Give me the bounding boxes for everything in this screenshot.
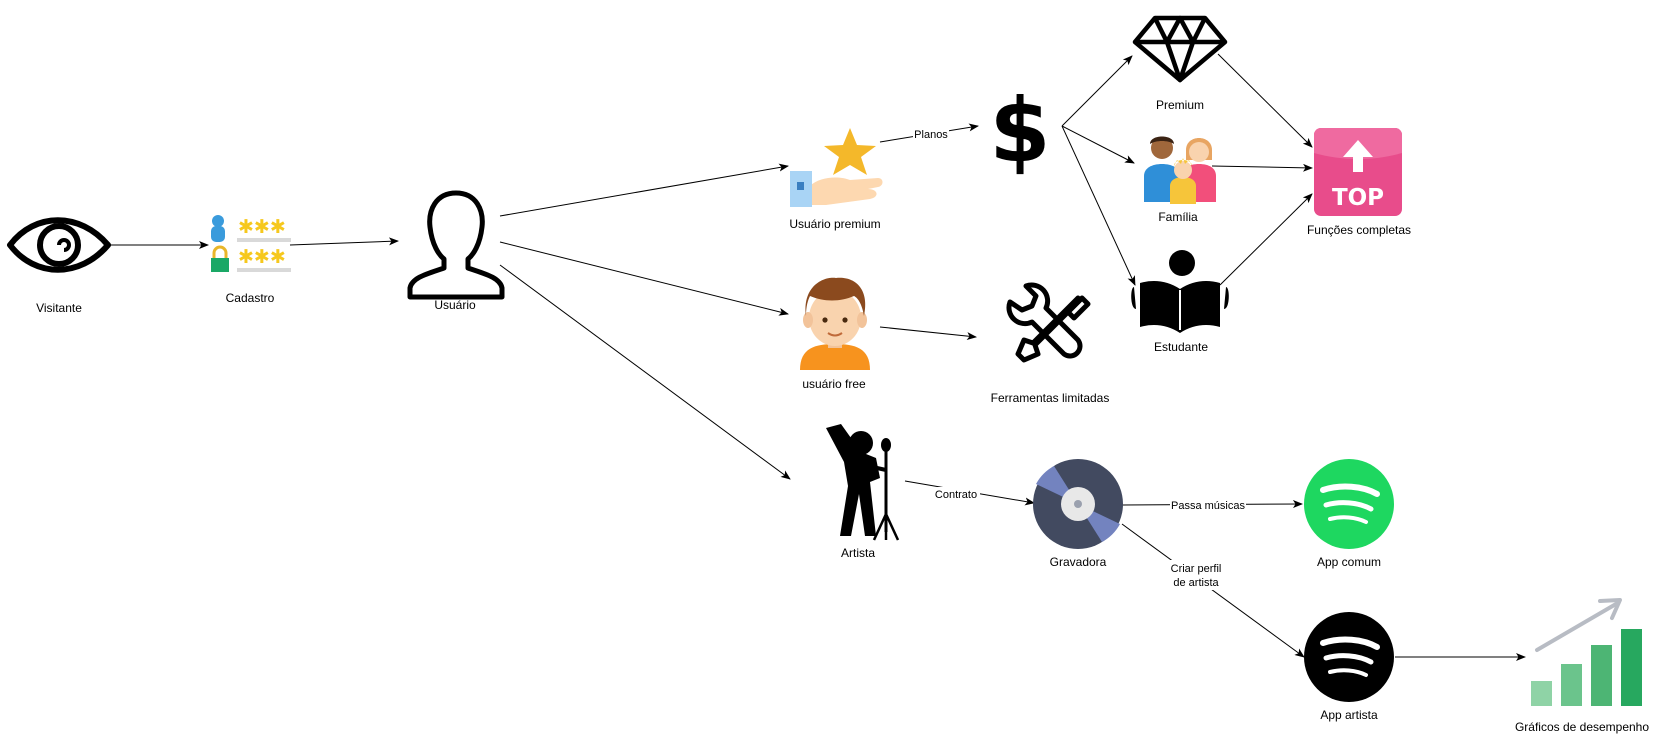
dollar-icon: $ bbox=[989, 79, 1050, 182]
edge-usuario-free bbox=[499, 241, 789, 316]
edge-planos-estudante bbox=[1061, 125, 1136, 286]
eye-icon bbox=[7, 217, 111, 273]
edge-label-passa-musicas: Passa músicas bbox=[1171, 500, 1245, 512]
bar-chart-growth-icon bbox=[1531, 598, 1642, 706]
node-label-usuario: Usuário bbox=[434, 298, 476, 312]
edge-planos-premium bbox=[1061, 55, 1133, 127]
node-app-artista[interactable]: App artista bbox=[1304, 612, 1394, 722]
edge-free-ferramentas bbox=[879, 326, 977, 341]
edge-usuario-artista bbox=[499, 264, 791, 480]
node-label-artista: Artista bbox=[841, 546, 875, 560]
node-label-graficos: Gráficos de desempenho bbox=[1515, 720, 1649, 734]
svg-text:✱✱✱: ✱✱✱ bbox=[238, 216, 286, 238]
node-label-gravadora: Gravadora bbox=[1050, 555, 1107, 569]
boy-avatar-icon bbox=[800, 277, 870, 370]
svg-text:✱✱✱: ✱✱✱ bbox=[238, 246, 286, 268]
node-familia[interactable]: Família bbox=[1144, 136, 1216, 225]
node-app-comum[interactable]: App comum bbox=[1304, 459, 1394, 569]
edge-premium-top bbox=[1217, 53, 1313, 148]
password-login-icon: ✱✱✱ ✱✱✱ bbox=[211, 215, 291, 272]
edge-label-criar-perfil: Criar perfil bbox=[1171, 563, 1222, 575]
node-cadastro[interactable]: ✱✱✱ ✱✱✱ Cadastro bbox=[211, 215, 291, 305]
svg-text:TOP: TOP bbox=[1332, 185, 1384, 211]
edge-usuario-premium bbox=[499, 163, 789, 217]
node-label-premium: Premium bbox=[1156, 98, 1204, 112]
node-label-estudante: Estudante bbox=[1154, 340, 1208, 354]
node-label-usuario-premium: Usuário premium bbox=[789, 217, 880, 231]
node-label-ferramentas-limitadas: Ferramentas limitadas bbox=[991, 391, 1110, 405]
node-label-usuario-free: usuário free bbox=[802, 377, 866, 391]
node-estudante[interactable]: Estudante bbox=[1131, 250, 1229, 354]
vinyl-record-icon bbox=[1033, 459, 1123, 549]
node-label-cadastro: Cadastro bbox=[226, 291, 275, 305]
edge-planos-familia bbox=[1061, 125, 1135, 164]
diamond-icon bbox=[1132, 15, 1228, 83]
user-outline-icon bbox=[407, 190, 505, 300]
node-usuario-premium[interactable]: Usuário premium bbox=[789, 128, 883, 231]
node-premium[interactable]: Premium bbox=[1132, 15, 1228, 112]
edge-label-planos: Planos bbox=[914, 129, 948, 141]
top-badge-icon: TOP bbox=[1314, 128, 1402, 216]
edge-label-contrato: Contrato bbox=[935, 489, 977, 501]
tools-icon bbox=[1006, 282, 1091, 363]
node-label-visitante: Visitante bbox=[36, 301, 82, 315]
node-usuario-free[interactable]: usuário free bbox=[800, 277, 870, 391]
edge-gravadora-appartista bbox=[1121, 523, 1305, 658]
edge-labels: Planos Contrato Passa músicas Criar perf… bbox=[913, 127, 1246, 590]
node-graficos[interactable]: Gráficos de desempenho bbox=[1515, 598, 1649, 734]
node-planos[interactable]: $ bbox=[989, 79, 1050, 182]
edge-label-de-artista: de artista bbox=[1173, 577, 1219, 589]
node-label-familia: Família bbox=[1158, 210, 1198, 224]
node-label-funcoes-completas: Funções completas bbox=[1307, 223, 1411, 237]
node-label-app-comum: App comum bbox=[1317, 555, 1381, 569]
node-visitante[interactable]: Visitante bbox=[7, 217, 111, 315]
edge-familia-top bbox=[1211, 163, 1313, 172]
node-label-app-artista: App artista bbox=[1320, 708, 1378, 722]
family-icon bbox=[1144, 136, 1216, 204]
hand-star-icon bbox=[790, 128, 883, 207]
edge-estudante-top bbox=[1219, 193, 1313, 286]
singer-microphone-icon bbox=[826, 424, 900, 541]
spotify-green-icon bbox=[1304, 459, 1394, 549]
node-usuario[interactable]: Usuário bbox=[407, 190, 505, 312]
reading-student-icon bbox=[1131, 250, 1229, 333]
spotify-black-icon bbox=[1304, 612, 1394, 702]
node-artista[interactable]: Artista bbox=[826, 424, 900, 560]
node-funcoes-completas[interactable]: TOP Funções completas bbox=[1307, 128, 1411, 237]
node-gravadora[interactable]: Gravadora bbox=[1033, 459, 1123, 569]
edge-cadastro-usuario bbox=[289, 237, 399, 246]
node-ferramentas-limitadas[interactable]: Ferramentas limitadas bbox=[991, 282, 1110, 405]
